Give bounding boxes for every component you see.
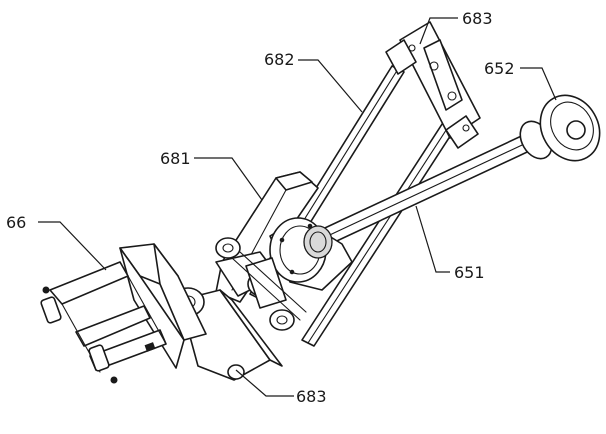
bracket-pin-top <box>40 296 62 324</box>
label-682: 682 <box>264 50 295 69</box>
label-681: 681 <box>160 149 191 168</box>
bracket-arm-top <box>49 261 129 305</box>
motor-housing <box>269 217 353 291</box>
label-652: 652 <box>484 59 515 78</box>
carriage-bushing <box>215 237 241 259</box>
bracket-66 <box>40 243 207 384</box>
label-651: 651 <box>454 263 485 282</box>
leader-lines <box>38 17 557 397</box>
bracket-side <box>119 247 185 369</box>
linkage-assembly <box>215 251 307 321</box>
label-683-top: 683 <box>462 9 493 28</box>
bottom-clamp-plate <box>179 289 271 381</box>
disc-bore <box>566 120 586 140</box>
label-66: 66 <box>6 213 26 232</box>
coupling <box>303 225 333 259</box>
bracket-pin-bottom <box>88 344 110 372</box>
label-683-bottom: 683 <box>296 387 327 406</box>
top-clamp-683 <box>385 21 481 149</box>
disc-652 <box>519 94 601 162</box>
